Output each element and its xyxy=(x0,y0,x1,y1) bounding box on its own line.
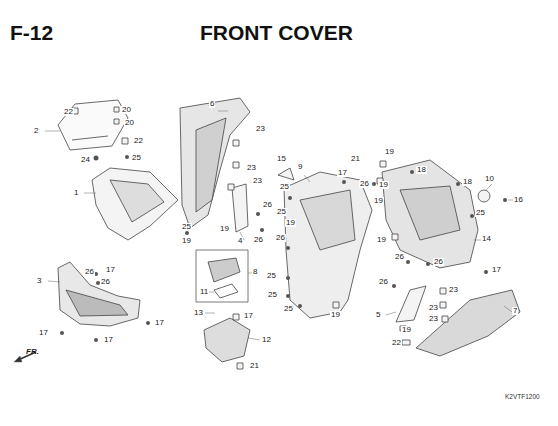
callout-number: 26 xyxy=(359,180,370,188)
callout-number: 23 xyxy=(252,177,263,185)
callout-number: 22 xyxy=(133,137,144,145)
callout-number: 19 xyxy=(330,311,341,319)
section-code: F-12 xyxy=(10,22,53,43)
callout-number: 10 xyxy=(484,175,495,183)
callout-number: 22 xyxy=(63,108,74,116)
callout-number: 19 xyxy=(401,326,412,334)
callout-number: 9 xyxy=(297,163,303,171)
callout-number: 23 xyxy=(428,304,439,312)
page-title: FRONT COVER xyxy=(200,22,353,43)
callout-number: 26 xyxy=(275,234,286,242)
callout-number: 6 xyxy=(209,100,215,108)
callout-number: 21 xyxy=(249,362,260,370)
callout-number: 23 xyxy=(255,125,266,133)
callout-number: 12 xyxy=(261,336,272,344)
callout-number: 3 xyxy=(36,277,42,285)
callout-number: 26 xyxy=(394,253,405,261)
callout-number: 21 xyxy=(350,155,361,163)
callout-number: 19 xyxy=(219,225,230,233)
callout-number: 25 xyxy=(267,291,278,299)
callout-number: 19 xyxy=(373,197,384,205)
callout-number: 17 xyxy=(154,319,165,327)
front-arrow-label: FR. xyxy=(26,348,39,356)
callout-number: 26 xyxy=(253,236,264,244)
callout-number: 26 xyxy=(378,278,389,286)
callout-number: 25 xyxy=(181,223,192,231)
callout-number: 23 xyxy=(428,315,439,323)
callout-number: 26 xyxy=(100,278,111,286)
callout-number: 17 xyxy=(243,312,254,320)
callout-number: 25 xyxy=(131,154,142,162)
callout-number: 11 xyxy=(199,288,209,296)
callout-number: 25 xyxy=(266,272,277,280)
callout-number: 1 xyxy=(73,189,79,197)
callout-number: 17 xyxy=(105,266,116,274)
callout-number: 18 xyxy=(416,166,427,174)
callout-number: 8 xyxy=(252,268,258,276)
callout-number: 25 xyxy=(475,209,486,217)
callout-number: 19 xyxy=(285,219,296,227)
figure-code: K2VTF1200 xyxy=(505,394,540,401)
callout-number: 20 xyxy=(124,119,135,127)
callout-number: 25 xyxy=(279,183,290,191)
callout-number: 23 xyxy=(448,286,459,294)
callout-number: 19 xyxy=(376,236,387,244)
callout-number: 13 xyxy=(193,309,204,317)
callout-number: 2 xyxy=(33,127,39,135)
callout-number: 24 xyxy=(80,156,91,164)
callout-number: 19 xyxy=(181,237,192,245)
callout-number: 14 xyxy=(481,235,492,243)
callout-number: 7 xyxy=(512,307,518,315)
callout-number: 26 xyxy=(433,258,444,266)
callout-number: 26 xyxy=(262,201,273,209)
callout-number: 25 xyxy=(276,208,287,216)
callout-number: 18 xyxy=(462,178,473,186)
callout-number: 15 xyxy=(276,155,287,163)
callout-number: 20 xyxy=(121,106,132,114)
callout-number: 22 xyxy=(391,339,402,347)
callout-number: 23 xyxy=(246,164,257,172)
callout-number: 17 xyxy=(38,329,49,337)
callout-number: 17 xyxy=(491,266,502,274)
callout-number: 26 xyxy=(84,268,95,276)
callout-number: 4 xyxy=(237,237,243,245)
callout-number: 19 xyxy=(378,181,389,189)
callout-number: 25 xyxy=(283,305,294,313)
callout-number: 17 xyxy=(337,169,348,177)
callout-number: 17 xyxy=(103,336,114,344)
callout-number: 16 xyxy=(513,196,524,204)
callout-number: 5 xyxy=(375,311,381,319)
callout-number: 19 xyxy=(384,148,395,156)
